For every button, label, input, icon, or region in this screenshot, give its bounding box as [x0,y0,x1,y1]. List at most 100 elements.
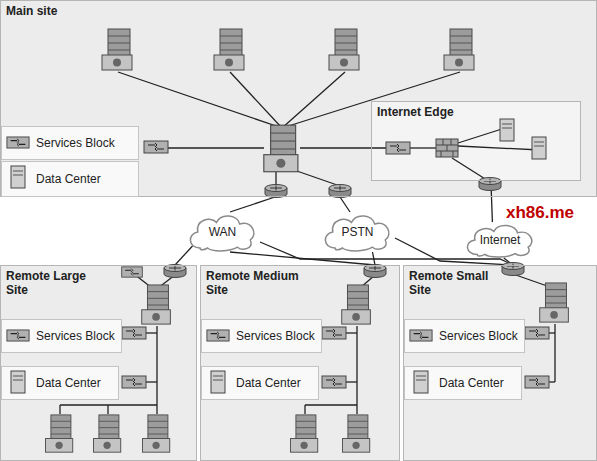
edge-switch [386,142,410,154]
datacenter-switch [525,376,549,388]
node-ground [200,265,400,461]
services-icon [7,330,29,341]
main-site-devices [7,29,546,198]
services-block: Services Block [1,126,139,160]
node-ground [1,161,139,197]
link-wire [156,405,157,414]
link-wire [410,147,436,148]
services-icon [410,330,432,341]
services-switch [322,327,346,339]
cloud-outline [325,216,388,251]
access-stack [342,415,369,452]
services-icon [207,330,229,341]
watermark: xh86.me [506,203,574,223]
block-label: Services Block [439,329,518,343]
services-block: Services Block [404,319,525,353]
network-link [373,252,376,265]
remote-devices [7,263,568,453]
link-wire [146,332,157,333]
link-wire [513,274,550,287]
datacenter-switch [122,376,146,388]
pstn-cloud: PSTN [320,212,395,252]
node-ground [201,319,322,353]
router [329,185,351,198]
block-label: Data Center [36,172,101,186]
server-icon [532,137,546,159]
site-region: Services BlockData Center Remote Medium S… [200,265,400,461]
site-title: Remote Medium Site [201,266,307,301]
link-wire [346,332,357,333]
switch-stack [540,283,569,322]
block-label: Data Center [36,376,101,390]
link-wire [346,381,357,382]
access-stack [93,415,120,452]
site-title: Remote Small Site [404,266,510,301]
datacenter-switch [322,376,346,388]
access-stack [290,415,317,452]
cloud-label: PSTN [341,225,373,239]
server-icon [11,166,25,188]
access-stack [142,415,169,452]
firewall [436,139,458,157]
services-switch [122,327,146,339]
services-block: Services Block [201,319,322,353]
data-center-box: Data Center [1,366,119,400]
network-link [230,197,275,212]
router [265,185,287,198]
network-link [175,246,193,265]
link-wire [294,170,340,186]
core-switch [264,125,298,172]
wan-switch [122,267,143,277]
server-icon [414,371,428,393]
internet-edge-box: Internet Edge [371,101,581,181]
node-ground [1,319,122,353]
services-switch [525,327,549,339]
services-block: Services Block [1,319,122,353]
server-icon [211,371,225,393]
switch-stack [214,29,244,70]
link-wire [356,326,357,405]
block-label: Data Center [236,376,301,390]
router [479,178,501,191]
server-icon [11,371,25,393]
node-ground [1,126,139,160]
remote-wiring [60,274,555,414]
cloud-outline [190,216,253,251]
link-wire [282,72,345,128]
site-title: Remote Large Site [1,266,107,301]
link-wire [458,128,505,143]
link-wire [549,381,555,382]
site-region: Services BlockData Center Remote Large Si… [0,265,197,461]
wan-cloud: WAN [185,212,260,252]
link-wire [304,405,305,414]
router [164,265,186,278]
node-ground [0,0,597,197]
link-wire [107,405,108,414]
cloud-label: Internet [480,233,521,247]
data-center-box: Data Center [404,366,522,400]
link-wire [230,72,282,128]
node-ground [0,265,197,461]
site-title: Main site [1,1,596,21]
router [364,265,386,278]
services-switch [144,141,168,153]
site-region: Services BlockData Center Internet Edge Ma… [0,0,597,197]
cloud-outline [467,226,531,257]
network-link [340,197,350,212]
node-ground [1,366,119,400]
link-wire [146,381,157,382]
node-ground [404,366,522,400]
link-wire [300,147,386,148]
server-icon [500,119,514,141]
link-wire [59,405,60,414]
services-icon [7,137,29,148]
link-wire [168,147,264,148]
access-stack [45,415,72,452]
switch-stack [329,29,359,70]
block-label: Services Block [236,329,315,343]
site-region: Services BlockData Center Remote Small Si… [403,265,597,461]
block-label: Services Block [36,136,115,150]
link-wire [275,172,276,186]
link-wire [356,405,357,414]
